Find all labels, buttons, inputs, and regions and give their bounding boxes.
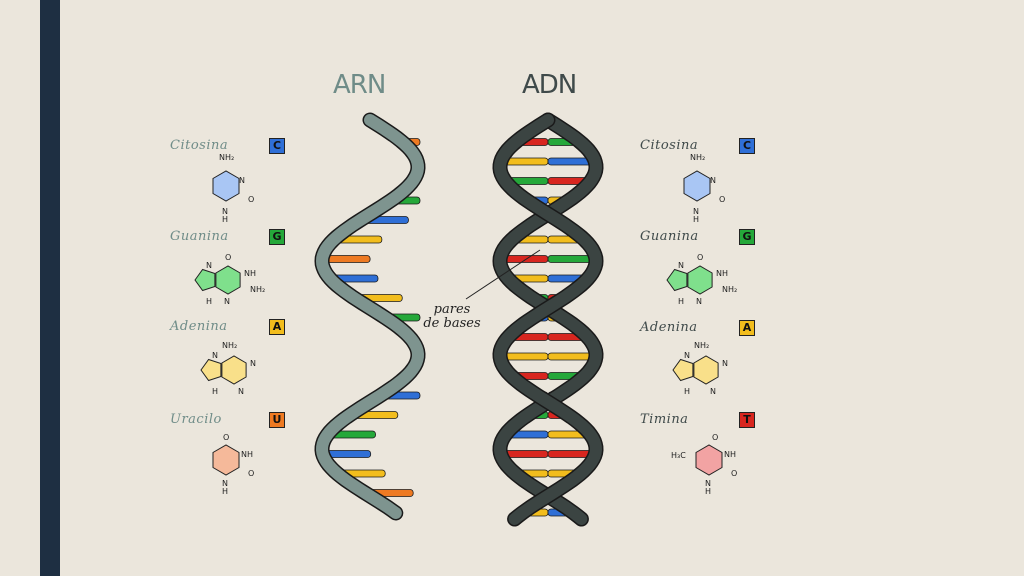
- atom-label: N: [684, 351, 690, 360]
- dna-base-label-guanine: Guanina: [640, 229, 699, 244]
- atom-label: N: [710, 176, 716, 185]
- atom-label: N: [239, 176, 245, 185]
- pairs-label-line2: de bases: [423, 316, 481, 331]
- atom-label: NH₂: [694, 341, 709, 350]
- atom-label: N: [705, 479, 711, 488]
- thymine-molecule-icon: O NH NH O H₃C: [671, 433, 737, 496]
- atom-label: O: [248, 469, 254, 478]
- rna-title: ARN: [333, 70, 386, 100]
- rna-letter-badge-a: A: [269, 319, 285, 335]
- atom-label: NH: [724, 450, 736, 459]
- atom-label: O: [719, 195, 725, 204]
- atom-label: H: [684, 387, 690, 396]
- dna-letter-badge-c: C: [739, 138, 755, 154]
- dna-base-label-adenine: Adenina: [640, 320, 698, 335]
- atom-label: H: [222, 487, 228, 496]
- atom-label: NH₂: [250, 285, 265, 294]
- rna-base-label-guanine: Guanina: [170, 229, 229, 244]
- atom-label: N: [722, 359, 728, 368]
- atom-label: NH: [244, 269, 256, 278]
- atom-label: H: [678, 297, 684, 306]
- dna-letter-badge-t: T: [739, 412, 755, 428]
- dna-base-label-cytosine: Citosina: [640, 138, 699, 153]
- atom-label: N: [206, 261, 212, 270]
- atom-label: N: [693, 207, 699, 216]
- atom-label: N: [238, 387, 244, 396]
- dna-title: ADN: [522, 70, 577, 100]
- atom-label: H: [206, 297, 212, 306]
- atom-label: O: [223, 433, 229, 442]
- helix-strand: [493, 114, 603, 525]
- uracil-molecule-icon: O NH NH O: [212, 433, 254, 496]
- dna-letter-badge-g: G: [739, 229, 755, 245]
- atom-label: H: [705, 487, 711, 496]
- atom-label: O: [248, 195, 254, 204]
- atom-label: N: [224, 297, 230, 306]
- rna-letter-badge-u: U: [269, 412, 285, 428]
- atom-label: NH₂: [690, 153, 705, 162]
- atom-label: N: [222, 479, 228, 488]
- adenine-molecule-icon: NH₂ N N N H: [200, 341, 256, 396]
- atom-label: O: [225, 253, 231, 262]
- rna-base-label-adenine: Adenina: [170, 319, 228, 334]
- rna-base-label-cytosine: Citosina: [170, 138, 229, 153]
- atom-label: H₃C: [671, 451, 686, 460]
- atom-label: NH: [241, 450, 253, 459]
- atom-label: N: [710, 387, 716, 396]
- helix-strand: [493, 114, 603, 525]
- left-accent-bar: [40, 0, 60, 576]
- atom-label: H: [693, 215, 699, 224]
- rna-letter-badge-g: G: [269, 229, 285, 245]
- dna-helix: [492, 112, 604, 527]
- atom-label: O: [731, 469, 737, 478]
- atom-label: O: [712, 433, 718, 442]
- atom-label: NH₂: [222, 341, 237, 350]
- atom-label: H: [212, 387, 218, 396]
- atom-label: N: [212, 351, 218, 360]
- rna-helix: [314, 112, 426, 521]
- helix-strand: [315, 114, 425, 519]
- dna-base-label-thymine: Timina: [640, 412, 689, 427]
- rna-letter-badge-c: C: [269, 138, 285, 154]
- rna-base-label-uracil: Uracilo: [170, 412, 222, 427]
- atom-label: O: [697, 253, 703, 262]
- base-pairs-label: pares de bases: [412, 303, 492, 331]
- atom-label: NH: [716, 269, 728, 278]
- atom-label: N: [250, 359, 256, 368]
- pairs-pointer-line: [465, 249, 541, 300]
- atom-label: N: [696, 297, 702, 306]
- pairs-label-line1: pares: [433, 302, 471, 317]
- atom-label: NH₂: [219, 153, 234, 162]
- atom-label: N: [678, 261, 684, 270]
- atom-label: N: [222, 207, 228, 216]
- dna-letter-badge-a: A: [739, 320, 755, 336]
- adenine-molecule-icon: NH₂ N N N H: [672, 341, 728, 396]
- atom-label: H: [222, 215, 228, 224]
- atom-label: NH₂: [722, 285, 737, 294]
